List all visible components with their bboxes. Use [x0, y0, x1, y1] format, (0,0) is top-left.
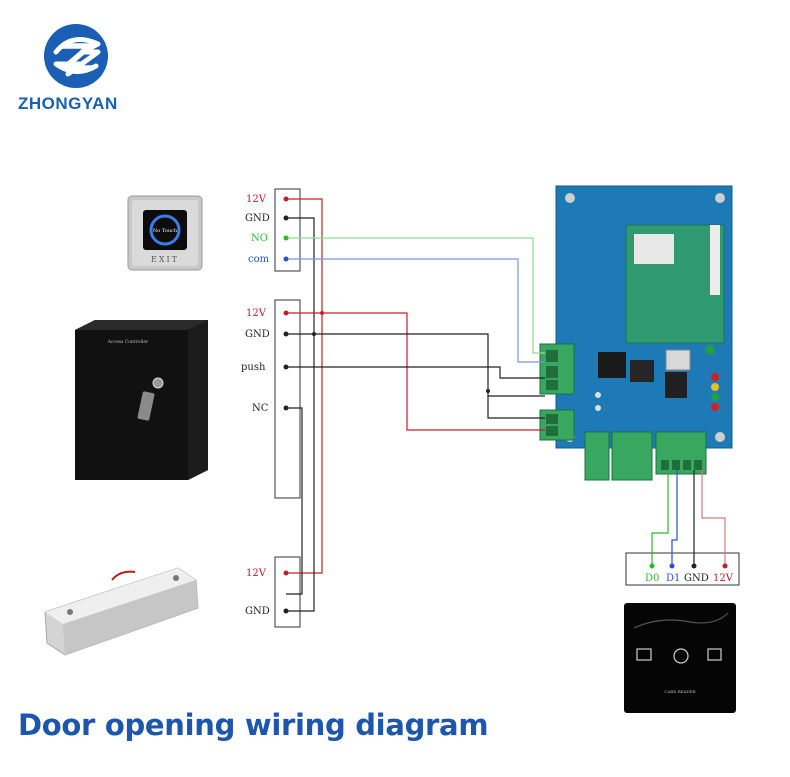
card-reader-label: CARD READER [664, 689, 696, 694]
exit-button-sensor-text: No Touch [153, 228, 178, 234]
power-pin-push: push [241, 362, 266, 373]
reader-pin-d1: D1 [666, 573, 680, 584]
terminal-block-power [274, 299, 301, 499]
terminal-block-reader [625, 552, 740, 586]
exit-pin-no: NO [251, 233, 268, 244]
power-pin-12v: 12V [246, 308, 267, 319]
power-supply-label: Access Controller [107, 339, 149, 345]
board-connector-bottom-2 [611, 431, 653, 481]
power-supply-device: Access Controller [75, 320, 208, 480]
key-lock-icon [152, 377, 164, 389]
diagram-title: Door opening wiring diagram [18, 708, 489, 742]
power-pin-gnd: GND [245, 329, 270, 340]
reader-pin-12v: 12V [713, 573, 734, 584]
exit-pin-gnd: GND [245, 213, 270, 224]
reader-pin-gnd: GND [684, 573, 709, 584]
fingerprint-icon [673, 648, 689, 664]
exit-button-label: EXIT [151, 255, 179, 264]
brand-logo [42, 22, 110, 90]
brand-name: ZHONGYAN [18, 94, 118, 113]
lock-pin-12v: 12V [246, 568, 267, 579]
exit-pin-12v: 12V [246, 194, 267, 205]
card-icon [636, 648, 652, 661]
magnetic-lock-device [44, 567, 199, 656]
access-controller-board [539, 185, 733, 481]
card-reader-device: CARD READER [624, 603, 736, 713]
brand-logo-icon [44, 24, 108, 88]
terminal-block-lock [274, 556, 301, 628]
exit-pin-com: com [248, 254, 270, 265]
lock-pin-gnd: GND [245, 606, 270, 617]
reader-pin-d0: D0 [645, 573, 659, 584]
board-connector-bottom-1 [584, 431, 610, 481]
power-pin-nc: NC [252, 403, 269, 414]
qr-icon [707, 648, 722, 661]
exit-button-device: No Touch EXIT [127, 195, 203, 271]
